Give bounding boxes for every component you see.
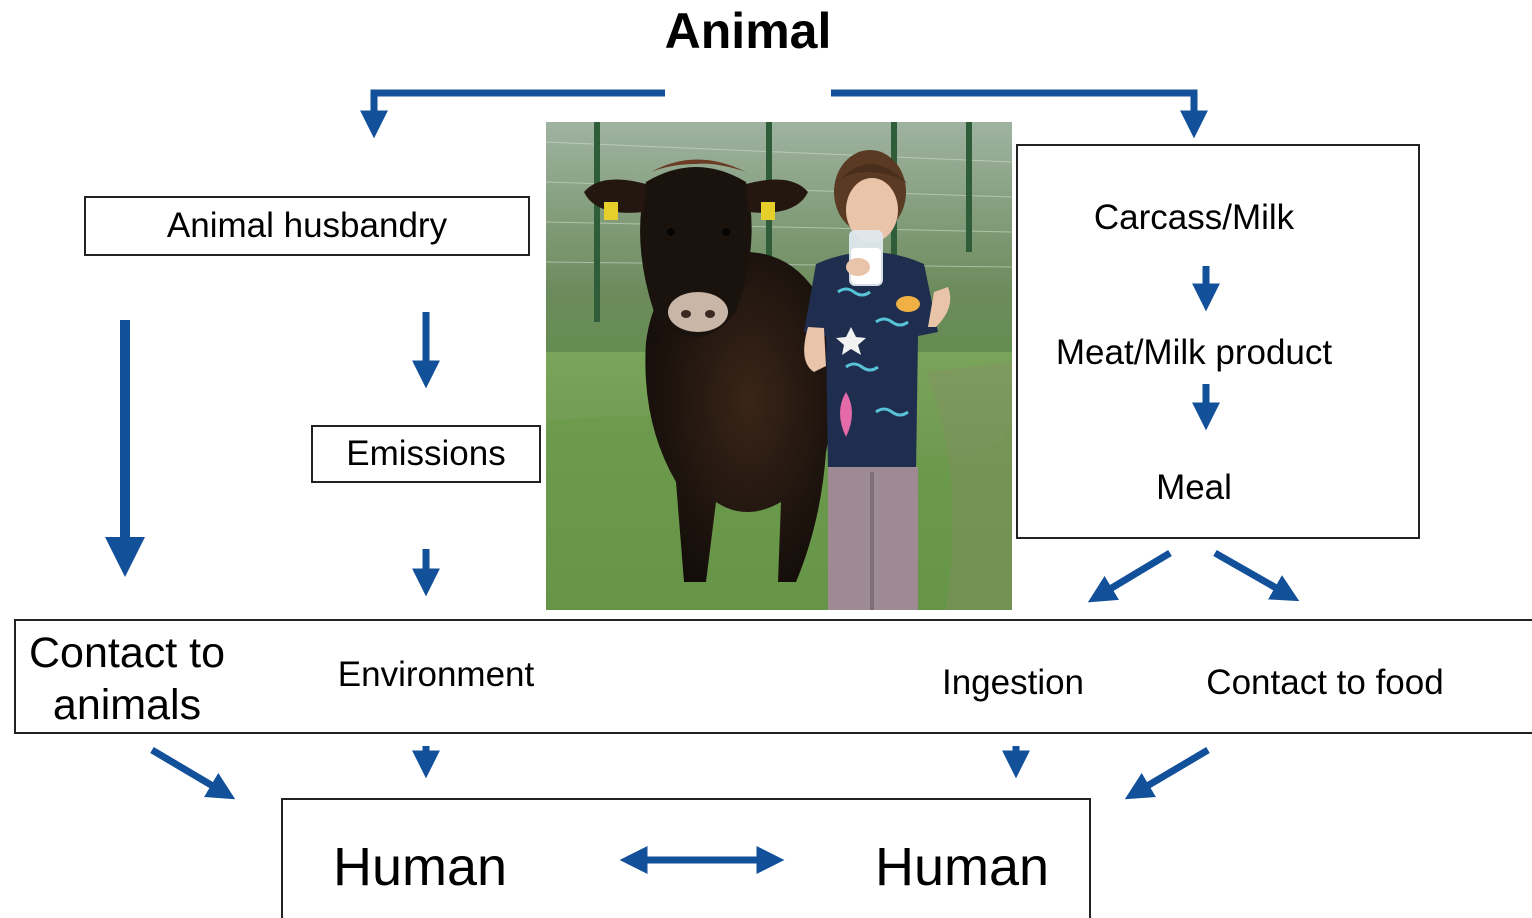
food-chain-box <box>1016 144 1420 539</box>
human-left-label: Human <box>332 837 508 897</box>
cow-and-child-photo <box>546 122 1012 610</box>
meat-milk-product-label: Meat/Milk product <box>1055 333 1333 372</box>
carcass-milk-label: Carcass/Milk <box>1093 198 1295 237</box>
emissions-box <box>311 425 541 483</box>
ingestion-label: Ingestion <box>941 663 1085 702</box>
cow-figure <box>584 159 834 582</box>
meal-to-ingestion-arrow <box>1087 549 1172 603</box>
meal-to-contact-food-arrow <box>1213 549 1300 602</box>
contact-food-to-human-arrow <box>1124 746 1210 800</box>
exposure-row-box <box>14 619 1532 734</box>
animal-husbandry-label: Animal husbandry <box>166 206 448 245</box>
diagram-title: Animal <box>664 3 832 59</box>
contact-animals-to-human-arrow <box>150 746 236 800</box>
animal-husbandry-box <box>84 196 530 256</box>
emissions-label: Emissions <box>346 434 506 473</box>
cow-and-child-image <box>546 122 1012 610</box>
meal-label: Meal <box>1156 468 1232 507</box>
contact-to-animals-label: Contact to animals <box>29 629 225 729</box>
environment-label: Environment <box>337 655 535 694</box>
child-figure <box>804 150 951 610</box>
human-right-label: Human <box>874 837 1050 897</box>
contact-to-food-label: Contact to food <box>1206 663 1444 702</box>
